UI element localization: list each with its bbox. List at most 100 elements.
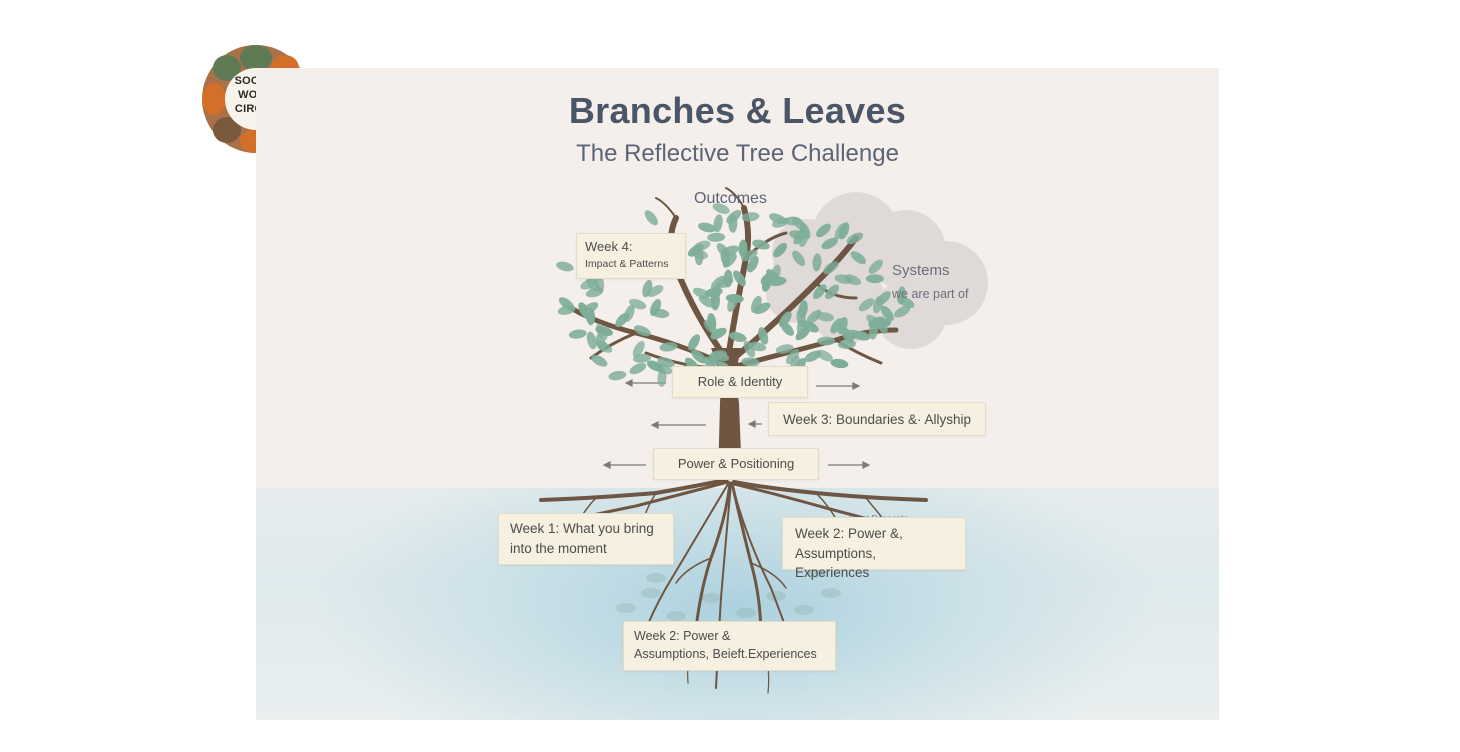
leaf [608, 370, 627, 381]
leaf [894, 305, 911, 318]
leaf [799, 222, 811, 240]
leaf [792, 250, 806, 266]
leaf [725, 293, 744, 304]
leaf [804, 350, 822, 362]
diagram-subtitle: The Reflective Tree Challenge [576, 140, 899, 167]
systems-label: Systems [892, 262, 950, 279]
leaf [753, 302, 771, 315]
leaf [659, 342, 678, 352]
leaf [775, 344, 794, 354]
leaf [846, 232, 864, 245]
leaf [752, 239, 770, 250]
leaf [728, 214, 738, 233]
leaf [812, 284, 827, 300]
leaf [698, 295, 715, 308]
leaf [802, 320, 819, 333]
leaf [741, 249, 758, 262]
leaf [843, 274, 862, 286]
leaf [710, 292, 721, 311]
leaf [632, 341, 645, 358]
leaf [644, 210, 658, 226]
week1-line1: Week 1: What you bring [510, 521, 654, 536]
week4-box: Week 4: Impact & Patterns [576, 233, 686, 279]
leaf [585, 307, 596, 326]
leaf [748, 341, 767, 352]
week2b-line2: Assumptions, Beieft.Experiences [634, 647, 817, 662]
leaf [595, 326, 613, 337]
leaf [780, 321, 794, 336]
week2a-line1: Week 2: Power &, [795, 526, 903, 541]
leaf [629, 362, 647, 375]
leaf [850, 251, 866, 265]
leaf [591, 354, 608, 367]
leaf [838, 339, 856, 349]
leaf [830, 358, 849, 369]
week4-subtitle: Impact & Patterns [585, 257, 669, 270]
leaf [738, 239, 748, 258]
leaf [786, 349, 800, 365]
leaf [812, 253, 822, 272]
leaf [651, 308, 670, 318]
leaf [858, 298, 875, 312]
leaf [798, 300, 808, 319]
power-positioning-box: Power & Positioning [653, 448, 819, 480]
leaf [733, 270, 746, 287]
systems-sub-label: we are part of [892, 287, 969, 301]
role-identity-box: Role & Identity [672, 366, 808, 398]
leaf [556, 261, 574, 272]
leaf [866, 314, 882, 328]
leaf [586, 331, 597, 350]
week2-box-right: Week 2: Power &, Assumptions, Experience… [782, 517, 966, 580]
leaf [796, 319, 806, 338]
leaf [817, 336, 836, 346]
leaf [580, 278, 598, 290]
leaf [741, 357, 760, 367]
leaf [558, 297, 575, 311]
leaf [646, 360, 664, 372]
leaf [837, 317, 848, 335]
leaf [707, 232, 726, 242]
leaf [743, 340, 756, 358]
leaf [687, 334, 701, 351]
leaf [703, 319, 718, 335]
week2-box-bottom: Week 2: Power & Assumptions, Beieft.Expe… [623, 621, 836, 671]
leaf [713, 214, 723, 233]
leaf [710, 327, 727, 340]
leaf [657, 368, 667, 387]
leaf [716, 277, 734, 289]
leaf [816, 223, 831, 238]
leaf [747, 255, 759, 273]
leaf [852, 330, 871, 341]
leaf [769, 213, 787, 225]
leaf [690, 249, 709, 259]
leaf [773, 242, 788, 258]
diagram-title: Branches & Leaves [568, 90, 907, 131]
leaf [768, 276, 787, 286]
leaf [758, 327, 769, 345]
week2a-line2: Assumptions, Experiences [795, 545, 877, 581]
week4-title: Week 4: [585, 239, 633, 254]
leaf [623, 304, 635, 322]
leaf [825, 284, 840, 300]
leaf [876, 291, 891, 306]
leaf [595, 340, 613, 353]
leaf [868, 259, 883, 274]
leaf [568, 329, 587, 339]
leaf [741, 212, 760, 222]
leaf [698, 222, 716, 233]
leaf [821, 237, 838, 250]
outcomes-label: Outcomes [694, 190, 767, 207]
week1-line2: into the moment [510, 540, 607, 556]
arrows [602, 379, 871, 469]
leaf [712, 203, 730, 214]
week3-box: Week 3: Boundaries &· Allyship [768, 402, 986, 436]
leaf [761, 274, 772, 292]
leaf [692, 287, 710, 299]
diagram-panel: Branches & Leaves The Reflective Tree Ch… [256, 68, 1219, 720]
leaf [896, 286, 906, 305]
systems-cloud [766, 192, 988, 349]
leaf [633, 325, 651, 337]
week2b-line1: Week 2: Power & [634, 629, 731, 643]
leaf [806, 309, 822, 324]
week1-box: Week 1: What you bring into the moment [498, 513, 674, 565]
